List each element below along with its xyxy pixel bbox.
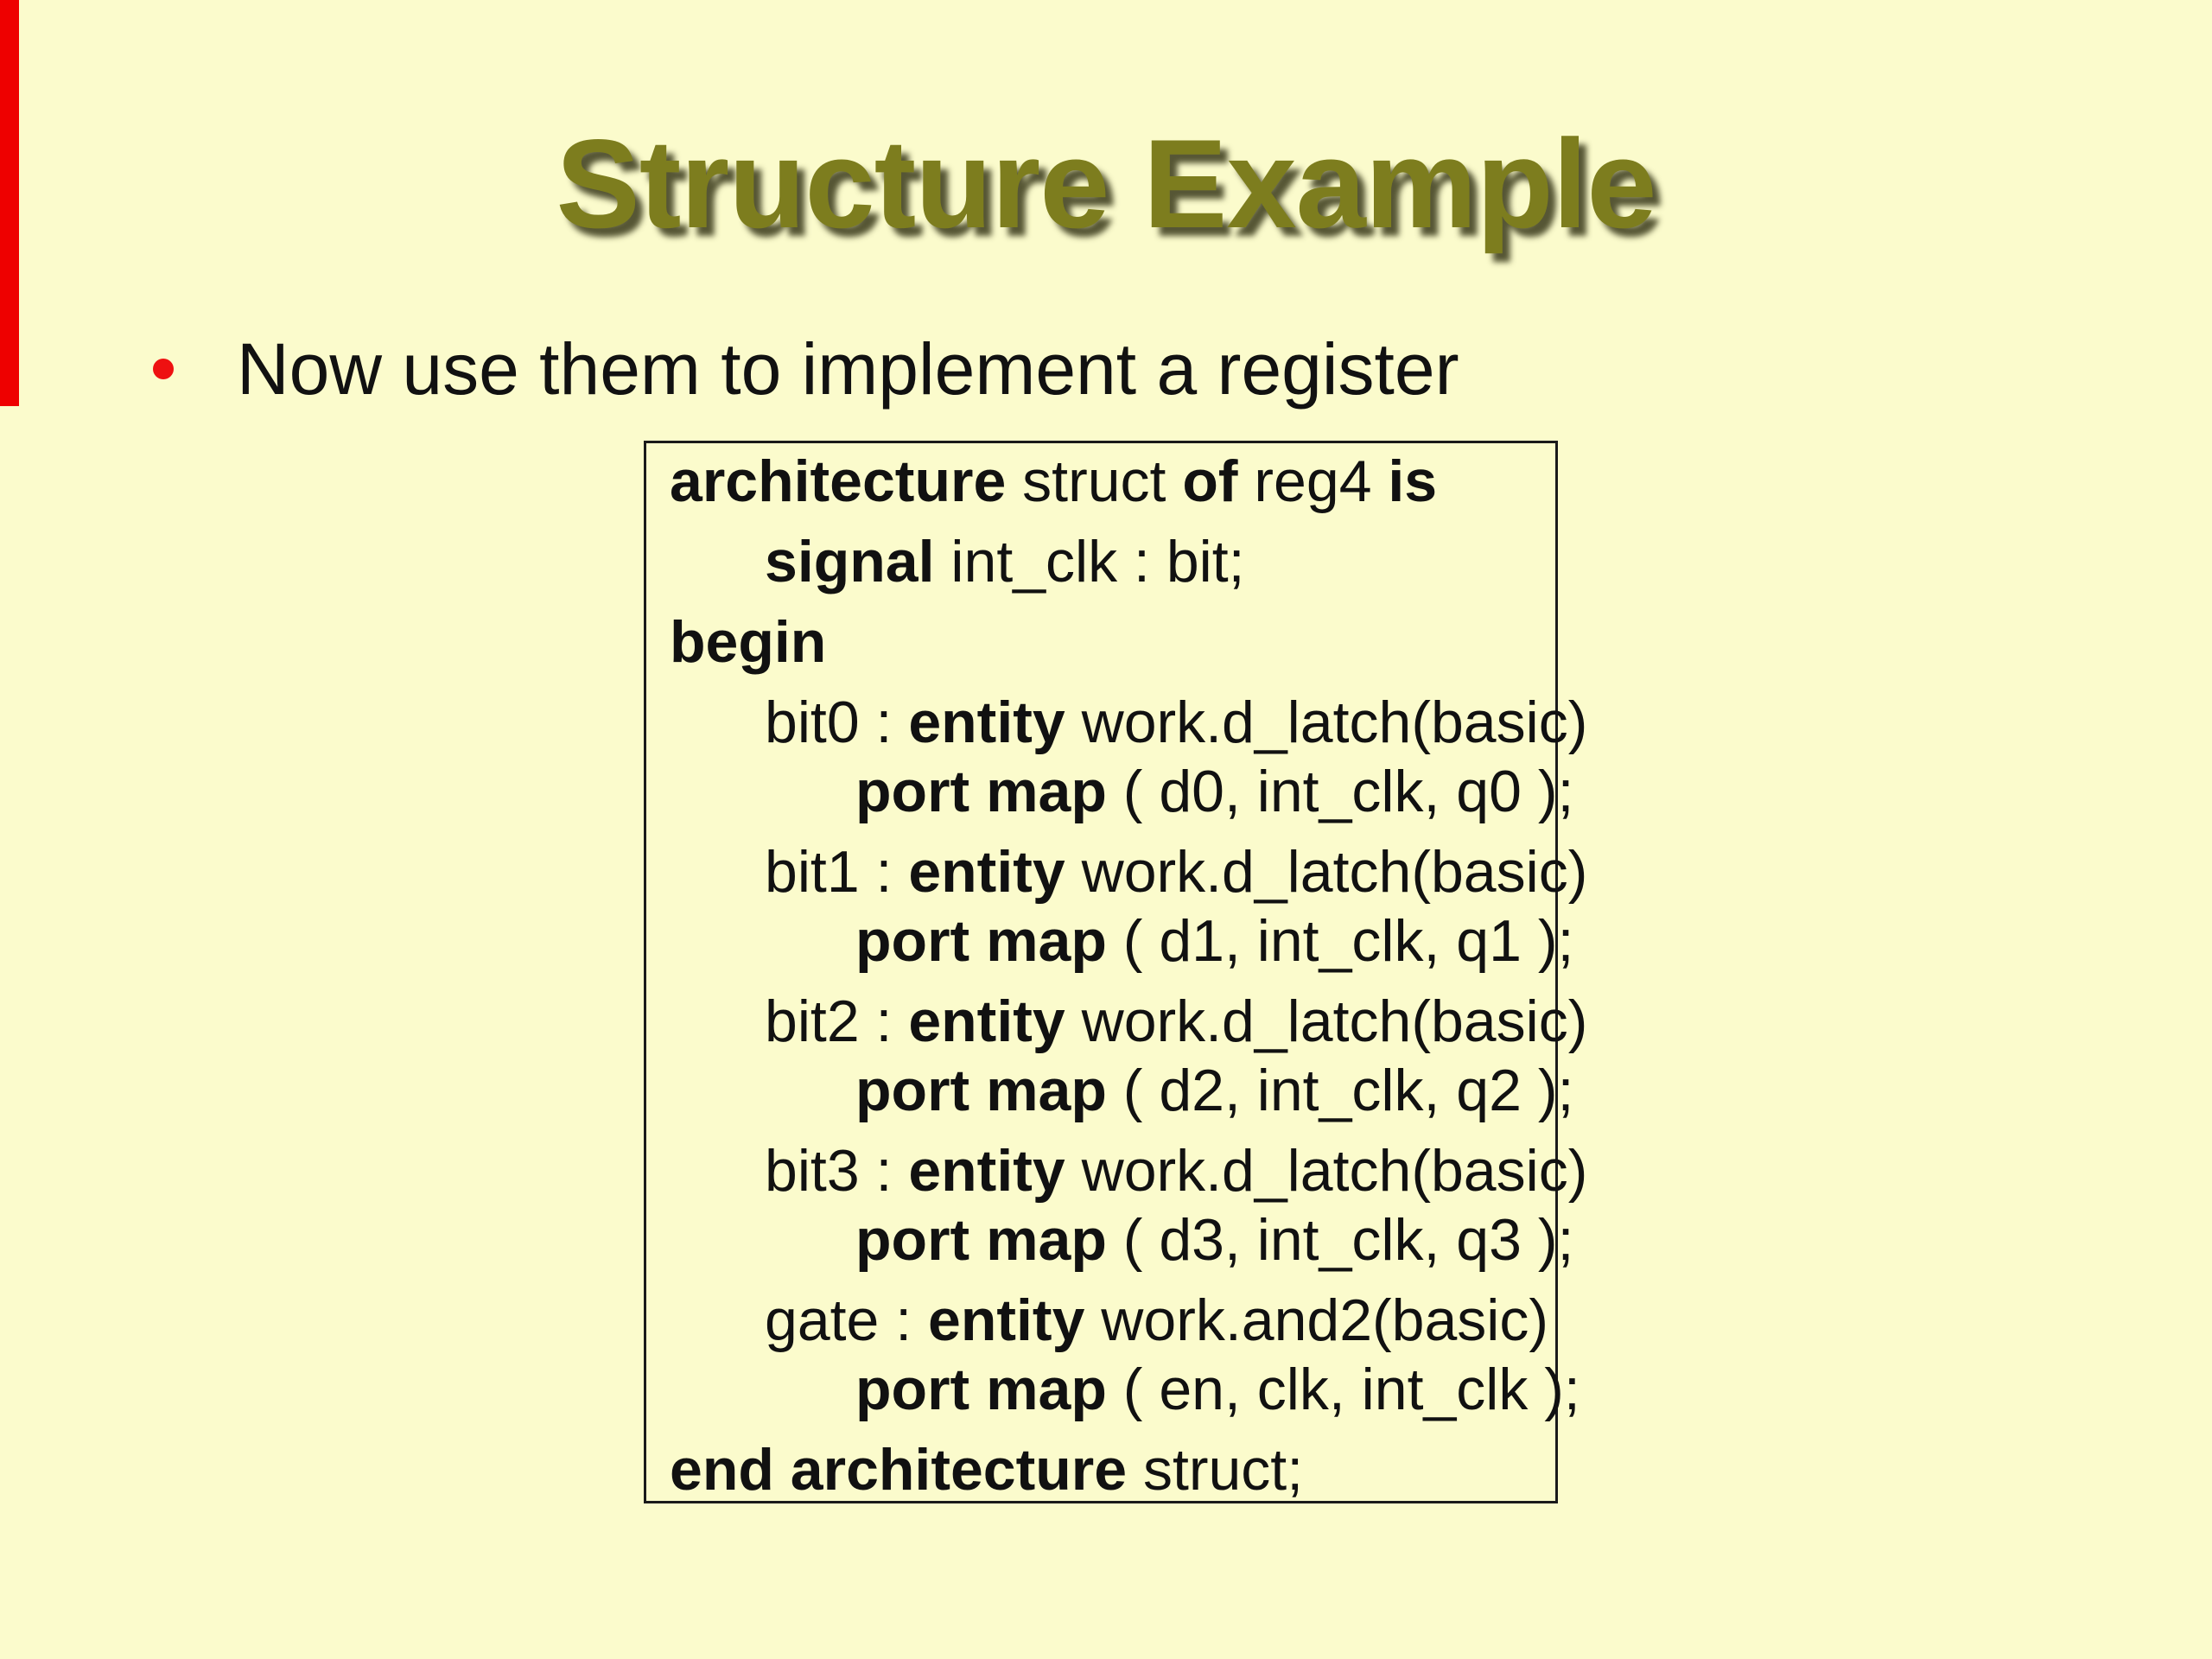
code-keyword: port map [855,908,1107,974]
code-line: port map ( d2, int_clk, q2 ); [855,1056,1573,1125]
code-keyword: signal [765,529,935,594]
left-edge-red-artifact [0,0,19,406]
code-text: ( d0, int_clk, q0 ); [1106,759,1574,824]
code-keyword: end architecture [670,1437,1128,1503]
code-text: ( d3, int_clk, q3 ); [1106,1207,1574,1273]
code-keyword: port map [855,759,1107,824]
code-keyword: entity [908,1138,1065,1204]
code-text: bit1 : [765,839,909,905]
code-text: struct; [1127,1437,1304,1503]
code-keyword: entity [908,839,1065,905]
code-text: work.d_latch(basic) [1065,1138,1588,1204]
code-text: ( d2, int_clk, q2 ); [1106,1058,1574,1123]
code-keyword: entity [908,690,1065,755]
code-line: end architecture struct; [670,1435,1555,1504]
code-line: port map ( en, clk, int_clk ); [855,1355,1580,1424]
code-keyword: architecture [670,448,1007,514]
code-line: bit0 : entity work.d_latch(basic) [765,688,1587,757]
code-line: port map ( d3, int_clk, q3 ); [855,1205,1573,1274]
bullet-text: Now use them to implement a register [237,328,1459,410]
code-line: bit1 : entity work.d_latch(basic) [765,837,1587,906]
code-line: begin [670,607,1555,677]
code-keyword: of [1182,448,1238,514]
code-keyword: port map [855,1357,1107,1422]
code-keyword: port map [855,1207,1107,1273]
code-keyword: entity [928,1287,1085,1353]
code-keyword: begin [670,609,827,675]
code-keyword: entity [908,988,1065,1054]
code-text: gate : [765,1287,929,1353]
code-text: bit2 : [765,988,909,1054]
code-keyword: is [1388,448,1438,514]
bullet-dot-icon [153,359,174,379]
code-text: struct [1006,448,1183,514]
code-text: ( en, clk, int_clk ); [1106,1357,1580,1422]
code-keyword: port map [855,1058,1107,1123]
code-text: bit3 : [765,1138,909,1204]
code-line: gate : entity work.and2(basic) [765,1286,1555,1355]
code-line: bit2 : entity work.d_latch(basic) [765,987,1587,1056]
code-text: ( d1, int_clk, q1 ); [1106,908,1574,974]
code-line: port map ( d0, int_clk, q0 ); [855,757,1573,826]
code-text: int_clk : bit; [934,529,1245,594]
code-box: architecture struct of reg4 is signal int… [644,441,1587,1504]
slide-title: Structure Example [556,113,1656,254]
code-text: work.d_latch(basic) [1065,690,1588,755]
code-line: architecture struct of reg4 is [670,447,1555,516]
code-line: port map ( d1, int_clk, q1 ); [855,906,1573,976]
code-text: work.and2(basic) [1084,1287,1549,1353]
code-line: signal int_clk : bit; [765,527,1555,596]
code-text: bit0 : [765,690,909,755]
code-text: work.d_latch(basic) [1065,988,1588,1054]
code-text: work.d_latch(basic) [1065,839,1588,905]
code-text: reg4 [1237,448,1389,514]
code-line: bit3 : entity work.d_latch(basic) [765,1136,1587,1205]
